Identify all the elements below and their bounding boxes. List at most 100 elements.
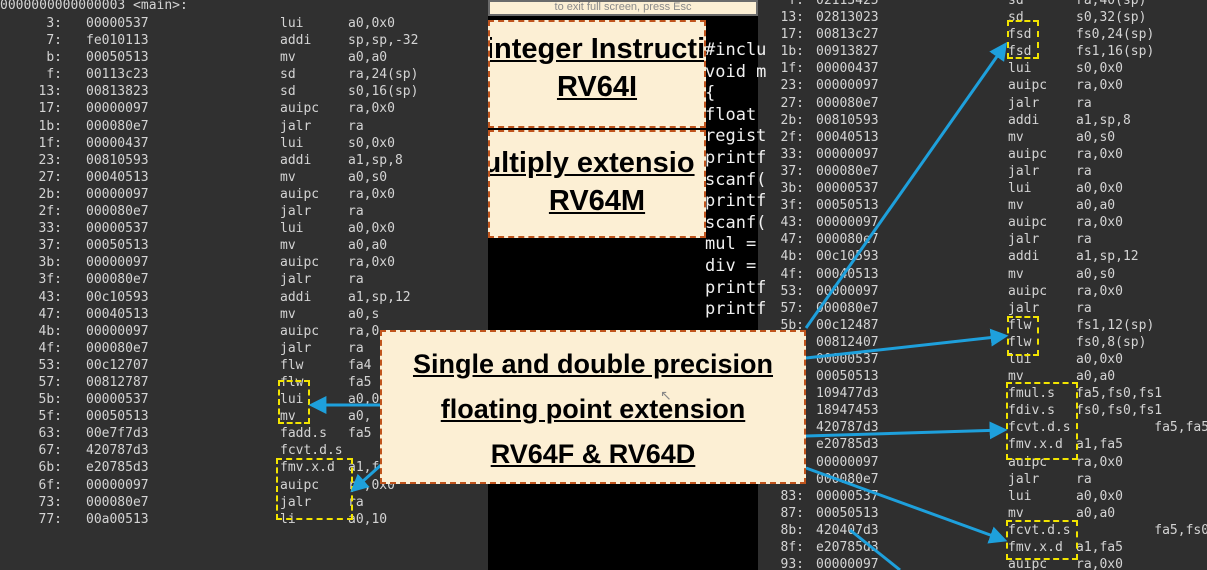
asm-mnemonic: auipc xyxy=(280,186,320,202)
source-line: mul = xyxy=(705,234,757,255)
source-line: #inclu xyxy=(705,40,767,60)
asm-address: 37: xyxy=(38,238,62,254)
asm-opcode-hex: 000080e7 xyxy=(86,272,149,288)
asm-opcode-hex: 00000097 xyxy=(86,186,149,202)
source-line: { xyxy=(705,83,716,104)
asm-address: 43: xyxy=(780,215,804,231)
asm-opcode-hex: 00050513 xyxy=(816,505,879,521)
asm-opcode-hex: e20785d3 xyxy=(86,460,149,476)
asm-address: 2f: xyxy=(780,129,804,145)
asm-address: 8b: xyxy=(780,522,804,538)
asm-operands: a0,s0 xyxy=(348,169,388,185)
asm-operands: a0,a0 xyxy=(348,238,388,254)
source-line: void m xyxy=(705,61,767,82)
asm-address: 4b: xyxy=(38,323,62,339)
asm-opcode-hex: 00000097 xyxy=(86,323,149,339)
mouse-cursor-icon: ↖ xyxy=(660,388,672,404)
asm-address: 93: xyxy=(780,557,804,570)
asm-opcode-hex: 00000537 xyxy=(816,181,879,197)
asm-operands: a1,sp,8 xyxy=(1076,112,1131,128)
right-fcvt-highlight xyxy=(1006,520,1078,560)
asm-mnemonic: auipc xyxy=(280,255,320,271)
asm-mnemonic: sd xyxy=(280,67,296,83)
float-line-2: floating point extension xyxy=(440,394,746,424)
asm-opcode-hex: 00812407 xyxy=(816,334,879,350)
asm-mnemonic: jalr xyxy=(1008,232,1040,248)
asm-address: 4f: xyxy=(780,266,804,282)
asm-operands: ra,0x0 xyxy=(348,186,395,202)
asm-opcode-hex: 00050513 xyxy=(816,198,879,214)
asm-opcode-hex: 000080e7 xyxy=(86,204,149,220)
asm-operands: fs1,16(sp) xyxy=(1076,44,1155,60)
fullscreen-hint-banner: to exit full screen, press Esc xyxy=(488,0,758,16)
asm-mnemonic: mv xyxy=(1008,129,1024,145)
asm-operands: a0,10 xyxy=(348,511,388,527)
asm-operands: a0,a0 xyxy=(1076,198,1116,214)
float-callout: Single and double precision floating poi… xyxy=(380,330,806,484)
asm-mnemonic: mv xyxy=(1008,198,1024,214)
asm-address: 27: xyxy=(780,95,804,111)
asm-mnemonic: fcvt.d.s xyxy=(280,443,343,459)
asm-mnemonic: mv xyxy=(280,169,296,185)
asm-address: 47: xyxy=(38,306,62,322)
integer-code: RV64I xyxy=(556,71,638,103)
asm-mnemonic: jalr xyxy=(280,118,312,134)
asm-address: 6f: xyxy=(38,477,62,493)
asm-mnemonic: mv xyxy=(280,409,296,425)
right-flw-highlight xyxy=(1007,316,1039,356)
asm-opcode-hex: 00000097 xyxy=(816,557,879,570)
asm-operands: fa5,fa5 xyxy=(1076,420,1207,436)
asm-address: 1b: xyxy=(38,118,62,134)
asm-opcode-hex: 00c12487 xyxy=(816,317,879,333)
source-line: printf xyxy=(705,147,767,168)
asm-mnemonic: fmul.s xyxy=(1008,386,1055,402)
integer-callout: integer Instructi RV64I xyxy=(488,20,706,128)
asm-opcode-hex: 00000537 xyxy=(816,351,879,367)
asm-address: 4b: xyxy=(780,249,804,265)
asm-address: 27: xyxy=(38,169,62,185)
asm-operands: a1,sp,8 xyxy=(348,152,403,168)
asm-operands: ra,0x0 xyxy=(348,255,395,271)
asm-operands: a0,0x0 xyxy=(1076,351,1123,367)
asm-opcode-hex: 00040513 xyxy=(86,169,149,185)
asm-opcode-hex: 00040513 xyxy=(816,129,879,145)
asm-operands: fs0,8(sp) xyxy=(1076,334,1147,350)
asm-address: 57: xyxy=(780,300,804,316)
asm-mnemonic: auipc xyxy=(280,323,320,339)
asm-address: 3f: xyxy=(38,272,62,288)
asm-mnemonic: fsd xyxy=(1008,27,1032,43)
asm-address: 53: xyxy=(38,357,62,373)
asm-mnemonic: addi xyxy=(280,289,312,305)
asm-address: 4f: xyxy=(38,340,62,356)
asm-mnemonic: fcvt.d.s xyxy=(1008,420,1071,436)
asm-operands: sp,sp,-32 xyxy=(348,33,419,49)
asm-operands: a0,0x0 xyxy=(348,16,395,31)
asm-opcode-hex: 00000537 xyxy=(816,488,879,504)
asm-address: 77: xyxy=(38,511,62,527)
asm-operands: ra xyxy=(1076,163,1092,179)
asm-operands: a0,0 xyxy=(348,392,380,408)
asm-operands: ra,24(sp) xyxy=(348,67,419,83)
asm-mnemonic: fmv.x.d xyxy=(280,460,335,476)
asm-mnemonic: flw xyxy=(280,357,304,373)
asm-opcode-hex: 00000097 xyxy=(86,477,149,493)
